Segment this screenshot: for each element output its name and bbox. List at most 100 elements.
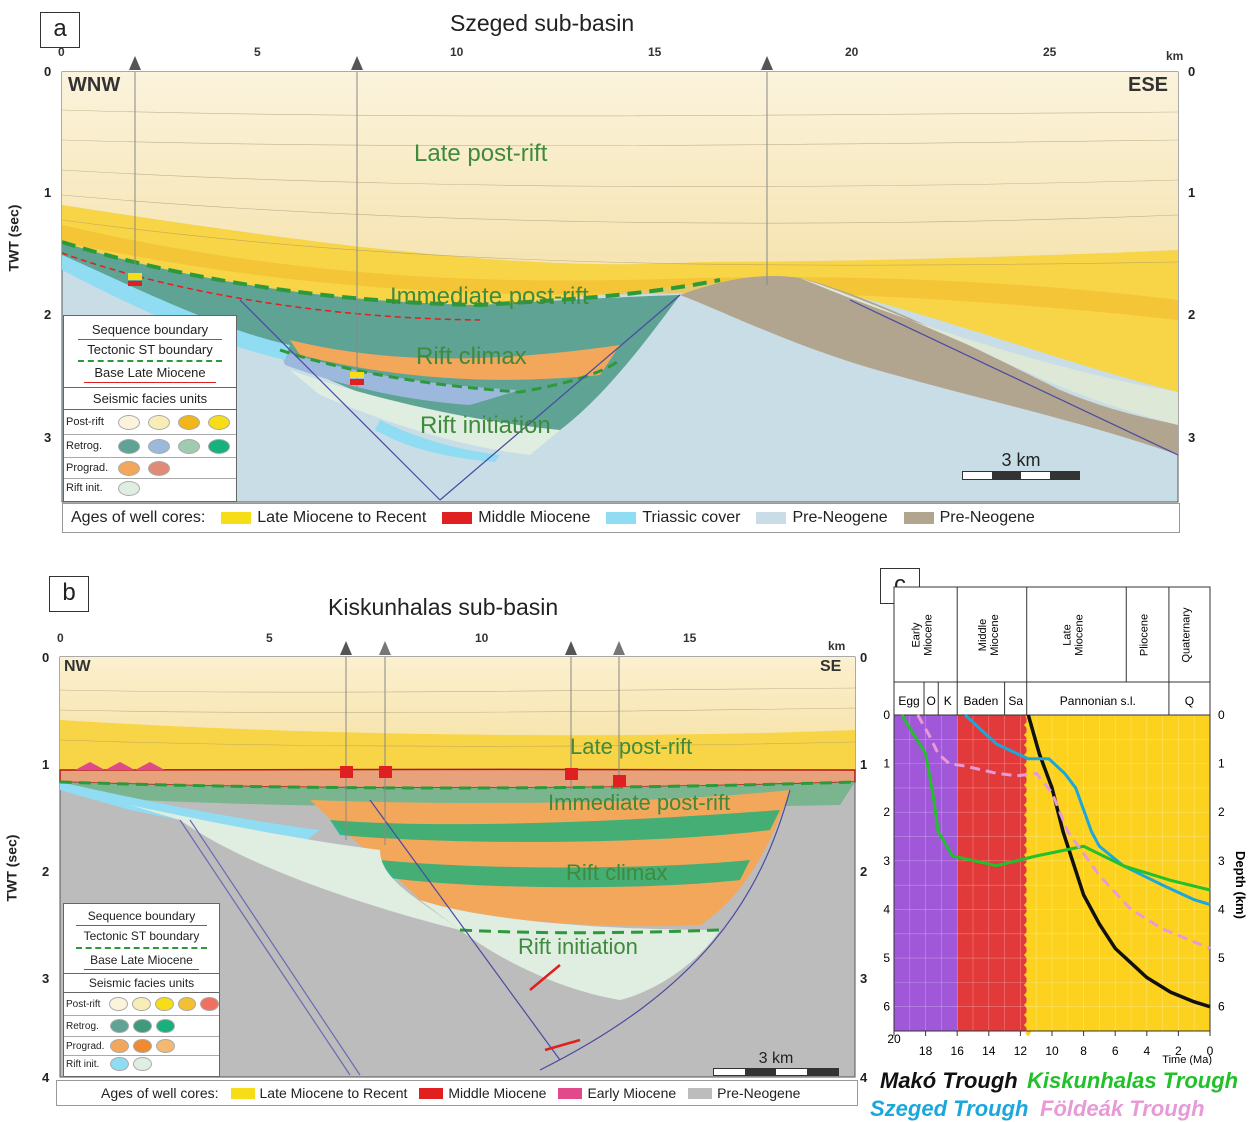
wavy-boundary	[1023, 713, 1032, 1037]
stage-label: Baden	[964, 694, 999, 708]
well-core-ages-b: Ages of well cores: Late Miocene to Rece…	[56, 1080, 858, 1106]
direction-right-a: ESE	[1128, 74, 1169, 96]
svg-text:20: 20	[845, 45, 859, 59]
series-legend-foldeak: Földeák Trough	[1040, 1096, 1205, 1121]
triassic-blue-b	[60, 782, 320, 845]
fault-1-a	[239, 299, 441, 501]
depth-tick-right: 5	[1218, 951, 1225, 965]
fault-1-b	[179, 819, 351, 1076]
svg-text:15: 15	[683, 631, 697, 645]
core-b-4	[613, 775, 626, 787]
depth-tick-right: 0	[1218, 708, 1225, 722]
red-arrow-1	[529, 964, 561, 991]
epoch-row	[893, 586, 1211, 683]
rift-init-boundary	[279, 348, 621, 394]
depth-tick-right: 2	[1218, 805, 1225, 819]
rift-climax-green-b	[330, 810, 780, 842]
depth-tick-left: 6	[883, 1000, 890, 1014]
depth-tick-left: 5	[883, 951, 890, 965]
orange-band-a	[62, 225, 1178, 320]
stage-label: K	[944, 694, 952, 708]
depth-tick-left: 3	[883, 854, 890, 868]
depth-tick-right: 3	[1218, 854, 1225, 868]
epoch-label: Early	[911, 622, 923, 648]
legend-a-row-postrift: Post-rift	[64, 410, 236, 435]
core-sample-2-a	[128, 281, 142, 286]
scale-bar-a: 3 km	[962, 450, 1080, 480]
rift-init-a	[290, 370, 560, 455]
stage-label: Egg	[898, 694, 919, 708]
label-late-post-rift-b: Late post-rift	[570, 734, 693, 759]
depth-axis-label: Depth (km)	[1233, 851, 1248, 919]
x-tick-label: 0	[1207, 1044, 1214, 1058]
twt-ylabel-b: TWT (sec)	[3, 834, 20, 902]
panel-a-title: Szeged sub-basin	[450, 10, 635, 36]
early-miocene-band	[894, 715, 958, 1031]
stage-label: Sa	[1008, 694, 1023, 708]
rift-climax-blue-a	[280, 350, 520, 405]
panel-b-title: Kiskunhalas sub-basin	[328, 594, 559, 620]
svg-text:15: 15	[648, 45, 662, 59]
svg-text:0: 0	[58, 45, 65, 59]
svg-text:km: km	[828, 639, 845, 653]
fault-3-a	[849, 299, 1179, 456]
x-tick-label: 8	[1080, 1044, 1087, 1058]
series-legend-szeged: Szeged Trough	[870, 1096, 1029, 1121]
well-marker-4-b	[613, 641, 625, 655]
depth-tick-right: 6	[1218, 1000, 1225, 1014]
kiskunhalas-trough-line	[900, 714, 1211, 892]
well-marker-1-b	[340, 641, 352, 655]
svg-text:5: 5	[266, 631, 273, 645]
x-tick-label: 10	[1045, 1044, 1059, 1058]
szeged-trough-line	[964, 713, 1211, 907]
rift-init-b	[420, 900, 720, 1000]
pre-neogene-brown-a	[680, 275, 1178, 455]
base-late-miocene-a	[61, 252, 481, 321]
yellow-post-rift-a	[62, 205, 1178, 392]
early-miocene-pink-b	[75, 762, 165, 770]
core-b-1	[340, 766, 353, 778]
label-rift-climax-b: Rift climax	[566, 860, 668, 885]
mako-trough-line	[1026, 714, 1211, 1009]
epoch-label: Quaternary	[1180, 607, 1192, 663]
stage-label: Pannonian s.l.	[1060, 694, 1136, 708]
well-core-ages-a: Ages of well cores: Late Miocene to Rece…	[62, 503, 1180, 533]
legend-a-base: Base Late Miocene	[94, 365, 206, 380]
legend-a-sequence: Sequence boundary	[91, 322, 209, 337]
series-legend-mako: Makó Trough	[880, 1068, 1018, 1093]
epoch-label: Miocene	[989, 614, 1001, 656]
x-tick-label: 4	[1143, 1044, 1150, 1058]
rift-init-left-b	[130, 805, 460, 930]
x-tick-label: 6	[1112, 1044, 1119, 1058]
core-b-3	[565, 768, 578, 780]
stage-row	[893, 681, 1211, 716]
x-tick-label: 16	[951, 1044, 965, 1058]
middle-miocene-band	[957, 715, 1027, 1031]
depth-tick-right: 1	[1218, 757, 1225, 771]
stage-label: O	[926, 694, 935, 708]
svg-text:5: 5	[254, 45, 261, 59]
well-marker-2-b	[379, 641, 391, 655]
stage-label: Q	[1185, 694, 1194, 708]
red-arrow-2	[544, 1038, 581, 1052]
yellow-post-rift-b	[60, 720, 855, 778]
scale-bar-b: 3 km	[713, 1050, 839, 1076]
legend-a-facies-header: Seismic facies units	[92, 391, 208, 406]
rift-climax-orange-a	[290, 340, 620, 380]
depth-tick-left: 1	[883, 757, 890, 771]
fault-2-a	[439, 294, 681, 501]
label-rift-initiation-b: Rift initiation	[518, 934, 638, 959]
direction-left-a: WNW	[68, 74, 121, 96]
light-wedge-a	[800, 278, 1178, 425]
legend-a-row-retrog: Retrog.	[64, 435, 236, 458]
core-b-2	[379, 766, 392, 778]
well-marker-3-a	[761, 56, 773, 70]
x-tick-label: 12	[1014, 1044, 1028, 1058]
well-marker-2-a	[351, 56, 363, 70]
depth-tick-left: 0	[883, 708, 890, 722]
epoch-label: Miocene	[1073, 614, 1085, 656]
triassic-b	[375, 420, 500, 462]
label-rift-initiation-a: Rift initiation	[420, 412, 551, 439]
core-sample-1-a	[128, 273, 142, 280]
